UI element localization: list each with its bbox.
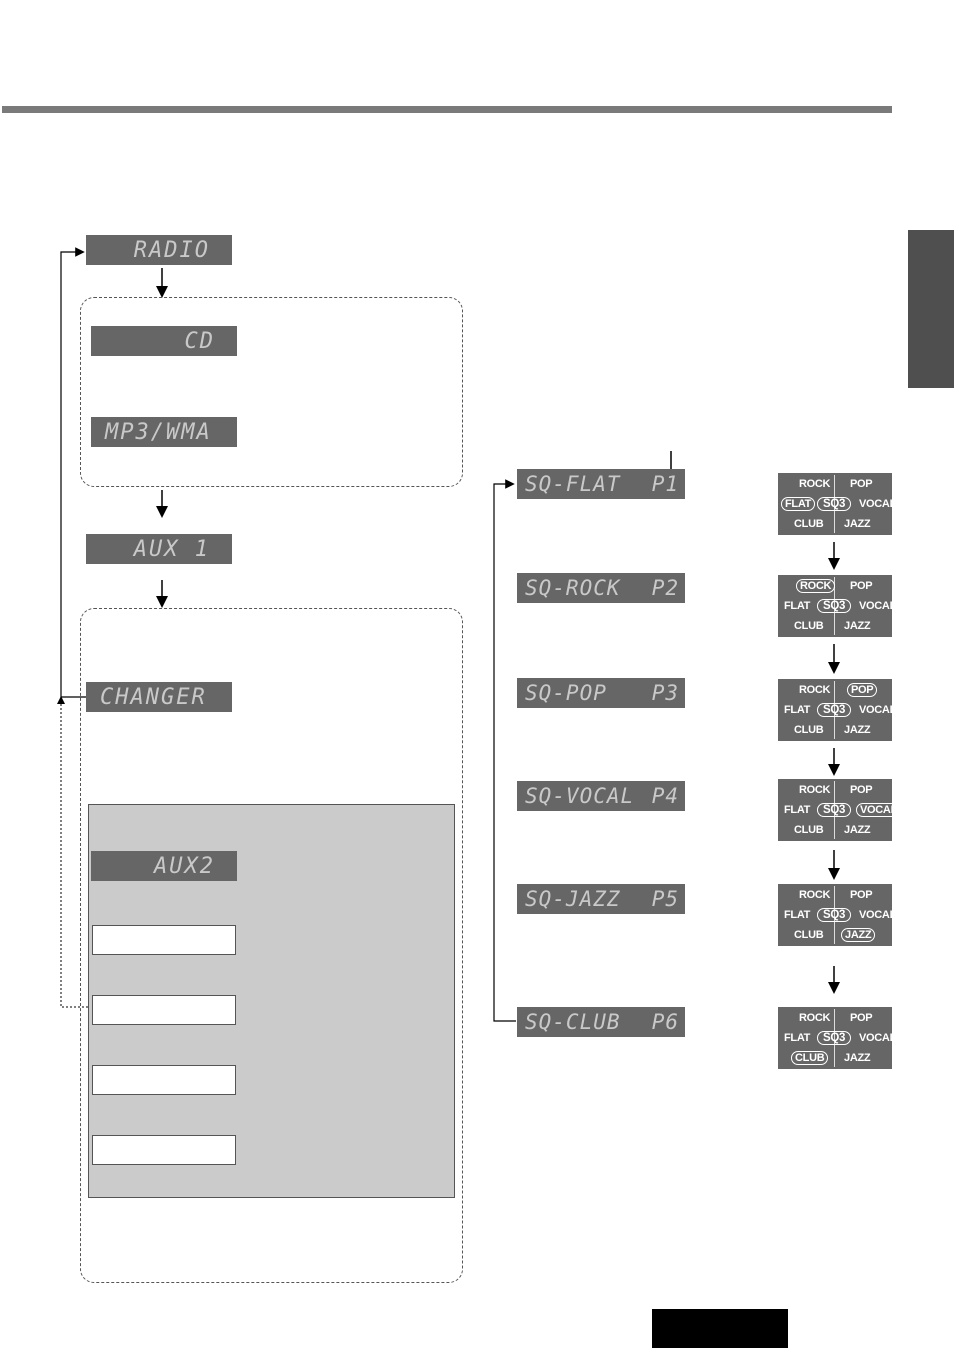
sq-indicator-vocal: ROCK POP FLAT SQ3 VOCAL CLUB JAZZ [778, 779, 902, 841]
sq-rock-label: ROCK [799, 1012, 831, 1024]
sq-rock-label: ROCK [799, 478, 831, 490]
sq-jazz-label: JAZZ [844, 1052, 871, 1064]
lcd-sq-jazz: SQ-JAZZ P5 [517, 884, 685, 914]
sq-jazz-label: JAZZ [844, 518, 871, 530]
sq-mode-label: SQ-VOCAL [525, 784, 635, 808]
sq3-label: SQ3 [817, 599, 852, 613]
sq-preset-label: P6 [651, 1010, 679, 1034]
sq3-label: SQ3 [817, 908, 852, 922]
sq-preset-label: P2 [651, 576, 679, 600]
sq-rock-label: ROCK [796, 579, 836, 593]
sq-jazz-label: JAZZ [841, 928, 876, 942]
sq-jazz-label: JAZZ [844, 824, 871, 836]
sq-club-label: CLUB [794, 620, 824, 632]
sq-club-label: CLUB [794, 929, 824, 941]
sq-mode-label: SQ-POP [525, 681, 607, 705]
sq-jazz-label: JAZZ [844, 724, 871, 736]
sq-flat-label: FLAT [781, 497, 816, 511]
sq-preset-label: P4 [651, 784, 679, 808]
lcd-radio: RADIO [86, 235, 232, 265]
sq3-label: SQ3 [817, 1031, 852, 1045]
lcd-sq-flat: SQ-FLAT P1 [517, 469, 685, 499]
lcd-sq-vocal: SQ-VOCAL P4 [517, 781, 685, 811]
sq-vocal-label: VOCAL [859, 1032, 897, 1044]
disc-source-group [80, 297, 463, 487]
changer-source-group [80, 608, 463, 1283]
sq-preset-label: P1 [651, 472, 679, 496]
blank-display-3 [92, 1065, 236, 1095]
sq-flat-label: FLAT [784, 704, 811, 716]
lcd-cd: CD [91, 326, 237, 356]
lcd-sq-club: SQ-CLUB P6 [517, 1007, 685, 1037]
sq-vocal-label: VOCAL [859, 909, 897, 921]
sq-flat-label: FLAT [784, 804, 811, 816]
sq-flat-label: FLAT [784, 600, 811, 612]
sq-indicator-pop: ROCK POP FLAT SQ3 VOCAL CLUB JAZZ [778, 679, 896, 741]
header-bar [2, 106, 892, 113]
sq3-label: SQ3 [817, 497, 852, 511]
sq-mode-label: SQ-CLUB [525, 1010, 621, 1034]
lcd-aux2: AUX2 [91, 851, 237, 881]
sq-mode-label: SQ-JAZZ [525, 887, 621, 911]
sq-rock-label: ROCK [799, 684, 831, 696]
sq-vocal-label: VOCAL [859, 704, 897, 716]
sq-pop-label: POP [850, 478, 873, 490]
sq-indicator-rock: ROCK POP FLAT SQ3 VOCAL CLUB JAZZ [778, 575, 896, 637]
sq-flat-label: FLAT [784, 1032, 811, 1044]
sq-pop-label: POP [850, 784, 873, 796]
sq3-label: SQ3 [817, 803, 852, 817]
sq-rock-label: ROCK [799, 889, 831, 901]
sq-jazz-label: JAZZ [844, 620, 871, 632]
sq-pop-label: POP [847, 683, 878, 697]
blank-display-1 [92, 925, 236, 955]
sq-vocal-label: VOCAL [859, 498, 897, 510]
sq-club-label: CLUB [794, 518, 824, 530]
lcd-sq-rock: SQ-ROCK P2 [517, 573, 685, 603]
lcd-changer: CHANGER [86, 682, 232, 712]
sq-vocal-label: VOCAL [856, 803, 902, 817]
sq-preset-label: P5 [651, 887, 679, 911]
lcd-sq-pop: SQ-POP P3 [517, 678, 685, 708]
sq-club-label: CLUB [794, 824, 824, 836]
sq-mode-label: SQ-FLAT [525, 472, 621, 496]
lcd-mp3wma: MP3/WMA [91, 417, 237, 447]
sq-pop-label: POP [850, 580, 873, 592]
sq-flat-label: FLAT [784, 909, 811, 921]
sq-mode-label: SQ-ROCK [525, 576, 621, 600]
sq-pop-label: POP [850, 1012, 873, 1024]
blank-display-4 [92, 1135, 236, 1165]
sq-indicator-jazz: ROCK POP FLAT SQ3 VOCAL CLUB JAZZ [778, 884, 896, 946]
sq3-label: SQ3 [817, 703, 852, 717]
sq-preset-label: P3 [651, 681, 679, 705]
sq-pop-label: POP [850, 889, 873, 901]
lcd-aux1: AUX 1 [86, 534, 232, 564]
blank-display-2 [92, 995, 236, 1025]
sq-indicator-club: ROCK POP FLAT SQ3 VOCAL CLUB JAZZ [778, 1007, 896, 1069]
sq-club-label: CLUB [791, 1051, 829, 1065]
section-side-tab [908, 230, 954, 388]
page-footer-block [652, 1309, 788, 1348]
sq-club-label: CLUB [794, 724, 824, 736]
sq-indicator-flat: ROCK POP FLAT SQ3 VOCAL CLUB JAZZ [778, 473, 896, 535]
sq-rock-label: ROCK [799, 784, 831, 796]
sq-vocal-label: VOCAL [859, 600, 897, 612]
